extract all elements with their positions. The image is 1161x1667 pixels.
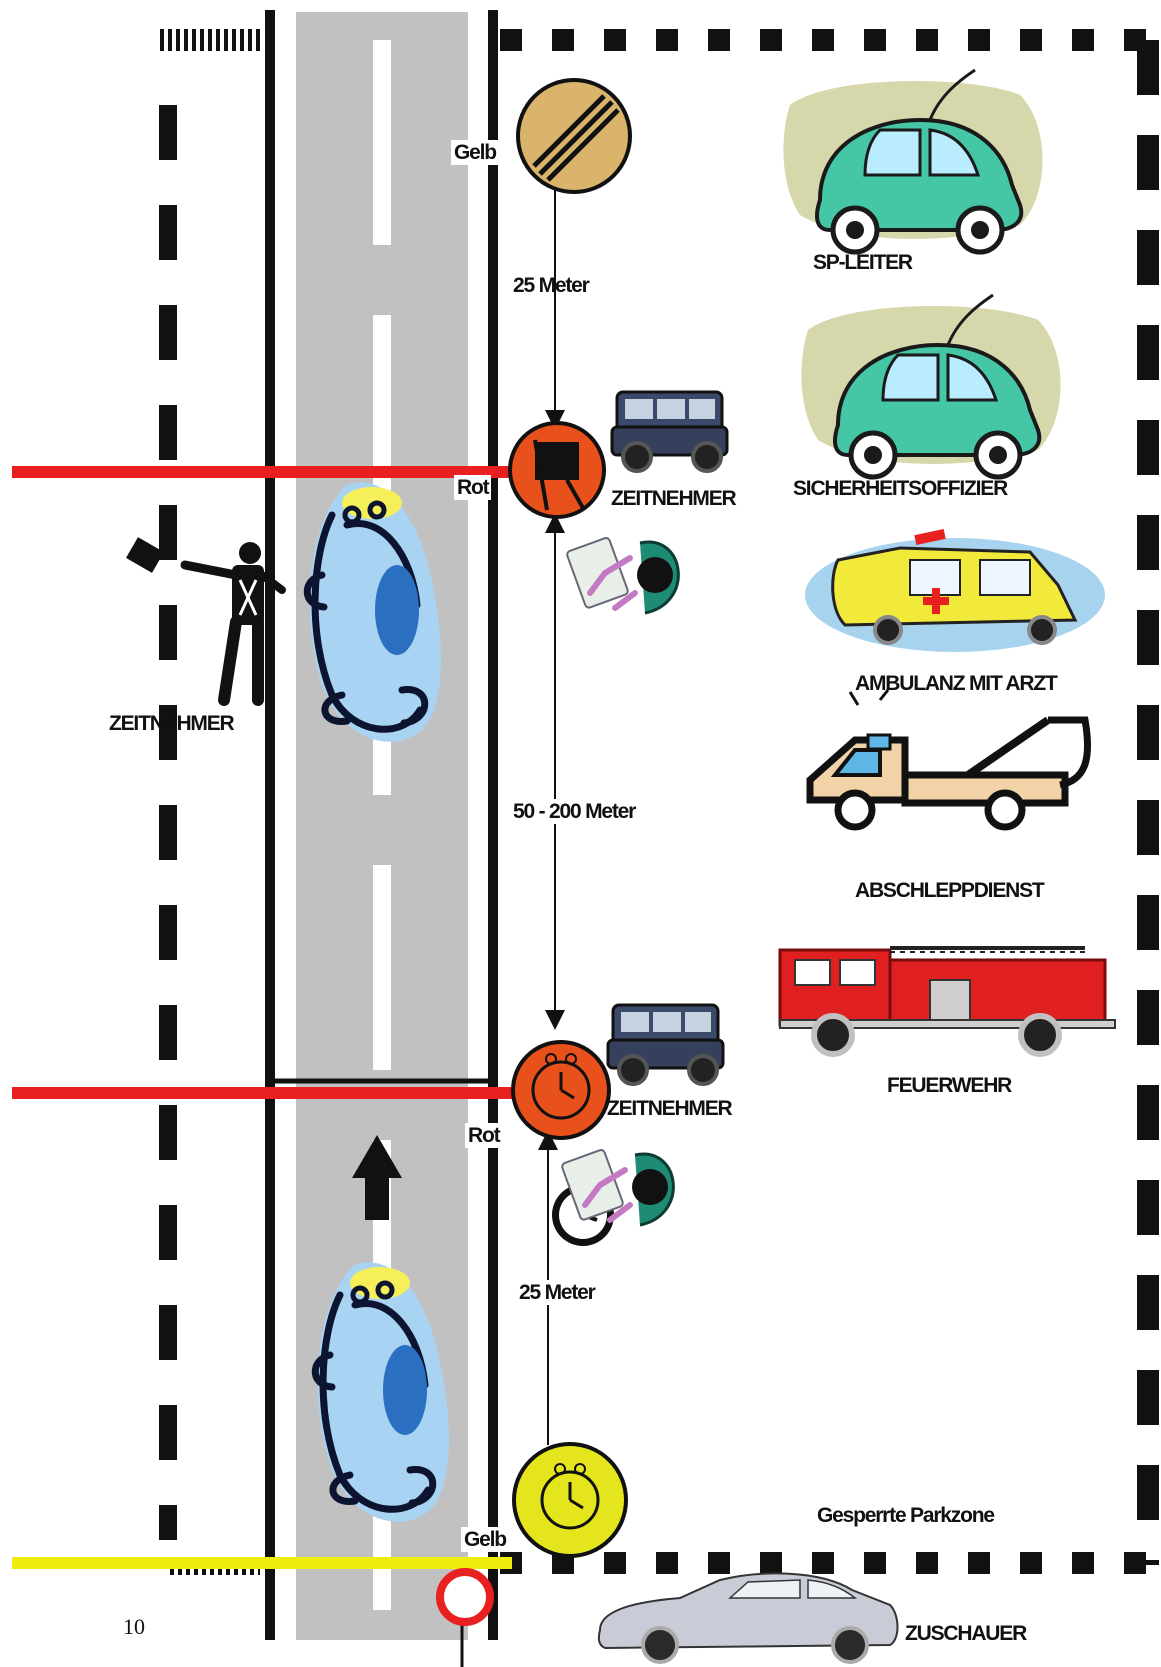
green-beetle-car-icon-safety-officer [801,295,1060,477]
timekeeper-label-top: ZEITNEHMER [611,488,736,509]
distance-label-bottom: 25 Meter [516,1280,598,1305]
gelb-label-top: Gelb [451,140,499,165]
yellow-clock-post-icon [514,1444,626,1556]
jeep-icon-top [612,392,727,471]
timekeeper-label-left: ZEITNEHMER [109,713,234,734]
fire-brigade-label: FEUERWEHR [887,1075,1011,1096]
tow-truck-icon [810,690,1088,827]
ambulance-icon [805,529,1105,652]
end-of-restriction-sign-icon [518,80,630,192]
distance-label-middle: 50 - 200 Meter [510,799,638,824]
jeep-icon-bottom [608,1005,723,1084]
sp-leader-label: SP-LEITER [813,252,912,273]
red-clock-post-icon [513,1042,609,1138]
green-beetle-car-icon-sp-leader [783,70,1042,252]
red-flag-post-icon [510,423,604,517]
fire-truck-icon [780,948,1115,1054]
no-entry-sign-icon [440,1572,490,1622]
ambulance-label: AMBULANZ MIT ARZT [855,673,1057,694]
tow-service-label: ABSCHLEPPDIENST [855,880,1044,901]
page-number: 10 [123,1614,145,1640]
silver-coupe-icon [599,1573,898,1662]
timekeeper-label-bottom: ZEITNEHMER [607,1098,732,1119]
rot-label-top: Rot [454,475,491,500]
closed-parking-label: Gesperrte Parkzone [817,1505,994,1526]
spectators-label: ZUSCHAUER [905,1623,1026,1644]
desk-official-icon-top [566,537,678,613]
timekeeper-person-icon [126,537,282,700]
gelb-label-bottom: Gelb [461,1527,509,1552]
rot-label-bottom: Rot [465,1123,502,1148]
distance-label-top: 25 Meter [513,275,589,296]
safety-officer-label: SICHERHEITSOFFIZIER [793,478,1007,499]
